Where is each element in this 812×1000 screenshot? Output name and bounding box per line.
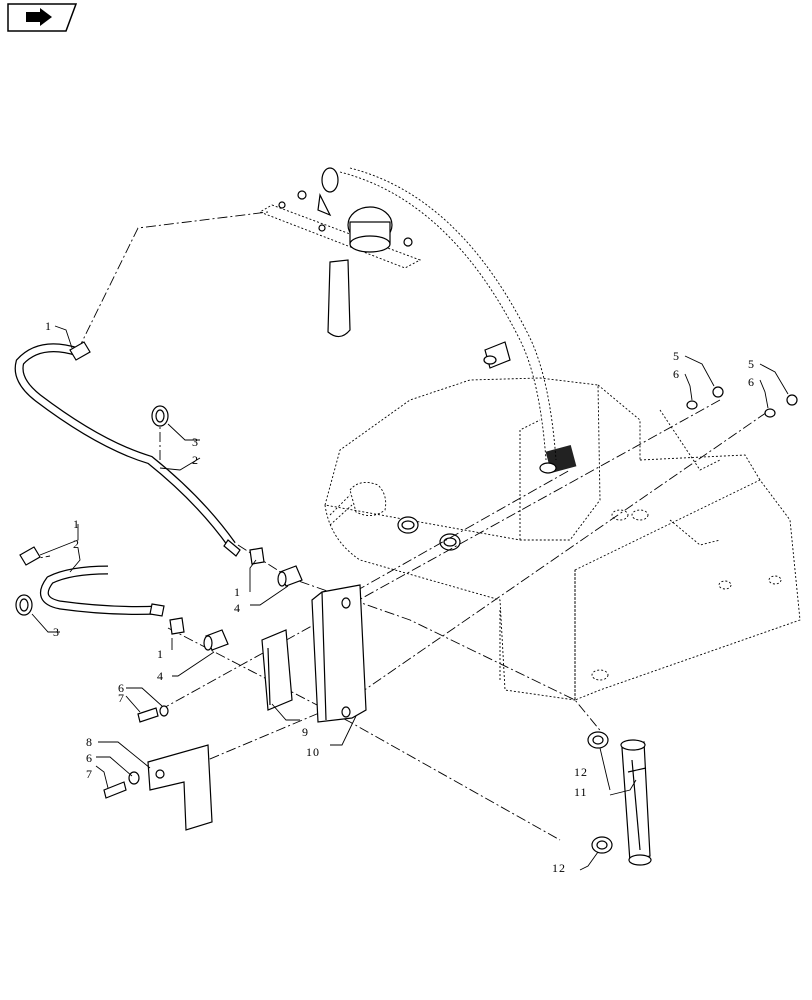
callout-7: 7 <box>118 691 125 705</box>
callout-1: 1 <box>73 517 80 531</box>
bracket-10 <box>311 584 367 723</box>
frame-body <box>324 377 801 701</box>
callout-6: 6 <box>118 681 125 695</box>
leaders <box>31 325 789 871</box>
callout-3: 3 <box>192 435 199 449</box>
hose-lower <box>39 565 165 617</box>
bracket-8 <box>147 744 213 831</box>
callout-4: 4 <box>234 601 241 615</box>
callout-7: 7 <box>86 767 93 781</box>
callout-3: 3 <box>53 625 60 639</box>
callout-10: 10 <box>306 745 320 759</box>
page-arrow-icon[interactable] <box>7 3 78 32</box>
filler-assembly <box>258 167 557 461</box>
callout-12: 12 <box>552 861 566 875</box>
callout-9: 9 <box>302 725 309 739</box>
callout-1: 1 <box>45 319 52 333</box>
callout-12: 12 <box>574 765 588 779</box>
hose-upper <box>14 343 241 557</box>
callout-5: 5 <box>748 357 755 371</box>
callout-6: 6 <box>748 375 755 389</box>
callout-6: 6 <box>673 367 680 381</box>
callout-2: 2 <box>192 453 199 467</box>
center-lines <box>27 211 771 841</box>
callout-2: 2 <box>73 537 80 551</box>
fittings <box>15 341 798 854</box>
callout-1: 1 <box>234 585 241 599</box>
callouts: 1 2 3 1 2 3 1 4 1 4 5 6 5 6 6 7 8 6 7 9 … <box>45 319 755 875</box>
pin-11 <box>620 739 652 866</box>
callout-8: 8 <box>86 735 93 749</box>
callout-11: 11 <box>574 785 588 799</box>
callout-6: 6 <box>86 751 93 765</box>
callout-5: 5 <box>673 349 680 363</box>
callout-4: 4 <box>157 669 164 683</box>
callout-1: 1 <box>157 647 164 661</box>
plate-9 <box>261 629 293 711</box>
